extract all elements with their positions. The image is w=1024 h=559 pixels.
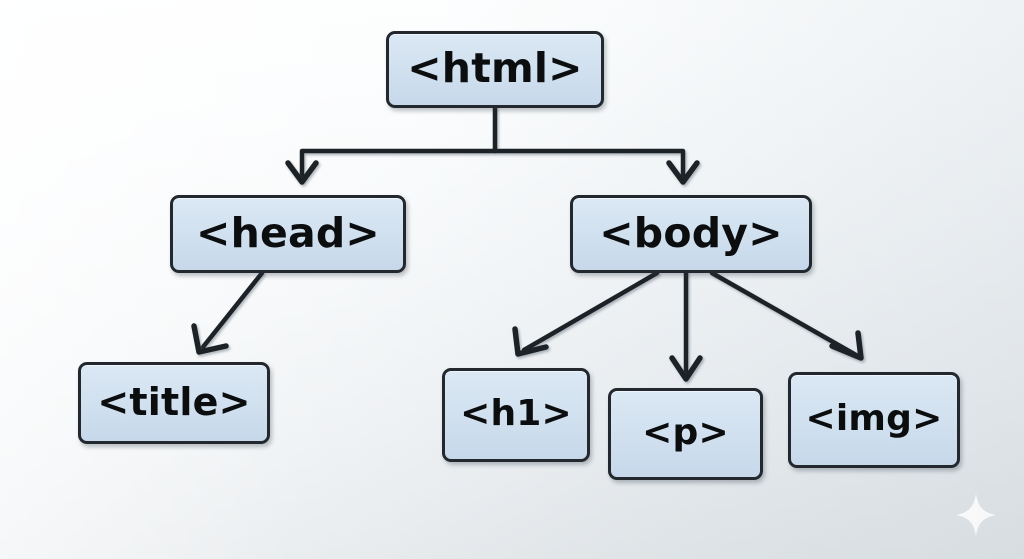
arrowhead-p: [669, 355, 703, 382]
node-title-label: <title>: [97, 380, 251, 424]
node-head[interactable]: <head>: [170, 195, 406, 273]
node-body[interactable]: <body>: [570, 195, 812, 273]
edge-body-to-h1: [521, 270, 660, 353]
node-img-label: <img>: [805, 398, 943, 439]
arrowhead-title: [191, 323, 229, 355]
node-html-label: <html>: [407, 44, 583, 92]
node-body-label: <body>: [599, 208, 783, 257]
arrowhead-img: [829, 330, 864, 361]
node-p[interactable]: <p>: [608, 388, 763, 480]
arrowhead-body: [666, 160, 700, 185]
edge-body-to-img: [709, 270, 859, 358]
node-title[interactable]: <title>: [78, 362, 270, 444]
node-h1-label: <h1>: [460, 393, 572, 434]
arrowhead-head: [285, 160, 319, 185]
edge-html-to-head: [299, 105, 498, 181]
node-img[interactable]: <img>: [788, 372, 960, 468]
node-head-label: <head>: [196, 208, 380, 257]
node-p-label: <p>: [642, 412, 729, 453]
arrowhead-h1: [512, 326, 549, 357]
edge-head-to-title: [200, 270, 265, 350]
node-h1[interactable]: <h1>: [442, 368, 590, 462]
edge-html-to-body: [492, 148, 686, 181]
node-html[interactable]: <html>: [386, 31, 604, 108]
